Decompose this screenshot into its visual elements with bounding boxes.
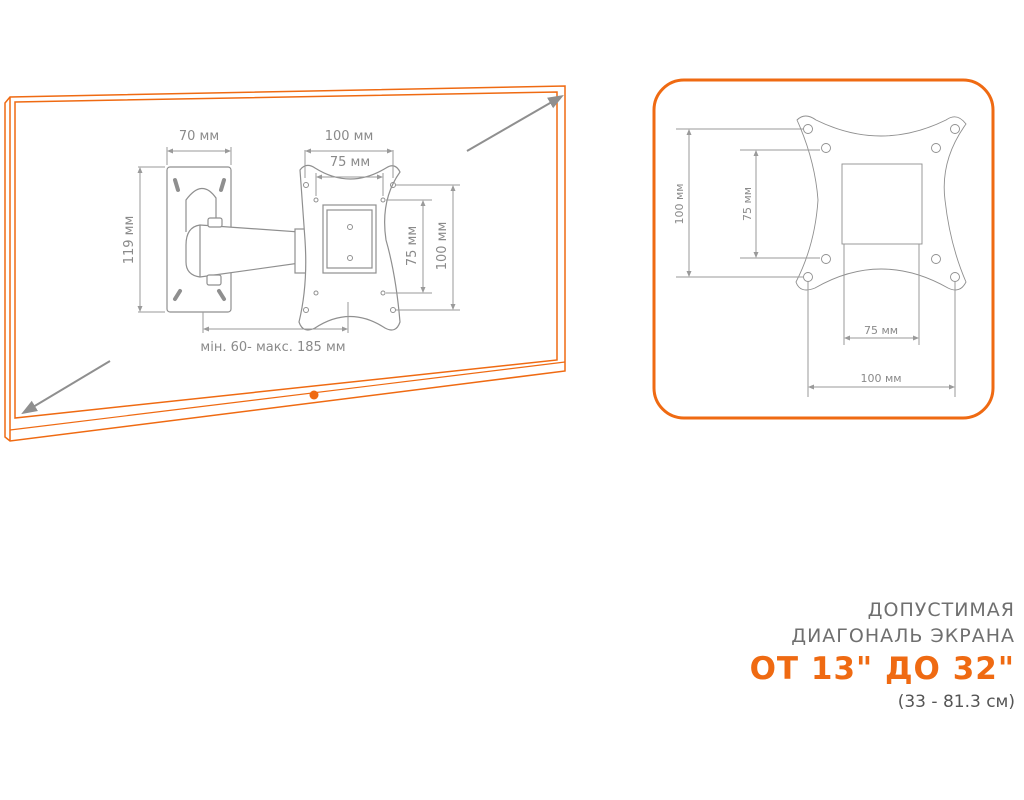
- vesa-plate: [298, 164, 401, 331]
- caption-line1: ДОПУСТИМАЯ: [867, 599, 1015, 621]
- vesa-inner-width-label: 75 мм: [330, 155, 370, 170]
- tv-power-indicator: [309, 390, 319, 400]
- extension-range-label: мін. 60- макс. 185 мм: [200, 340, 345, 355]
- diagonal-arrow-up-icon: [466, 94, 564, 152]
- vesa-detail-plate: [676, 115, 967, 397]
- diagonal-range-cm: (33 - 81.3 см): [897, 692, 1015, 712]
- panel-outer-width-label: 100 мм: [860, 372, 901, 385]
- swivel-arm: [185, 217, 308, 286]
- dimension-lines: [137, 147, 460, 333]
- panel-inner-width-label: 75 мм: [864, 324, 898, 337]
- vesa-detail-panel: [652, 78, 995, 420]
- caption-line2: ДИАГОНАЛЬ ЭКРАНА: [791, 625, 1015, 647]
- vesa-outer-height-label: 100 мм: [435, 222, 450, 271]
- diagonal-arrow-down-icon: [21, 360, 111, 415]
- panel-inner-height-label: 75 мм: [741, 187, 754, 221]
- vesa-inner-height-label: 75 мм: [405, 226, 420, 266]
- tv-outline: [4, 85, 566, 442]
- plate-width-label: 70 мм: [179, 129, 219, 144]
- screen-diagonal-caption: ДОПУСТИМАЯ ДИАГОНАЛЬ ЭКРАНА ОТ 13" ДО 32…: [750, 597, 1015, 715]
- panel-outer-height-label: 100 мм: [673, 183, 686, 224]
- diagonal-range-inches: ОТ 13" ДО 32": [749, 651, 1015, 687]
- vesa-outer-width-label: 100 мм: [325, 129, 374, 144]
- plate-height-label: 119 мм: [122, 216, 137, 265]
